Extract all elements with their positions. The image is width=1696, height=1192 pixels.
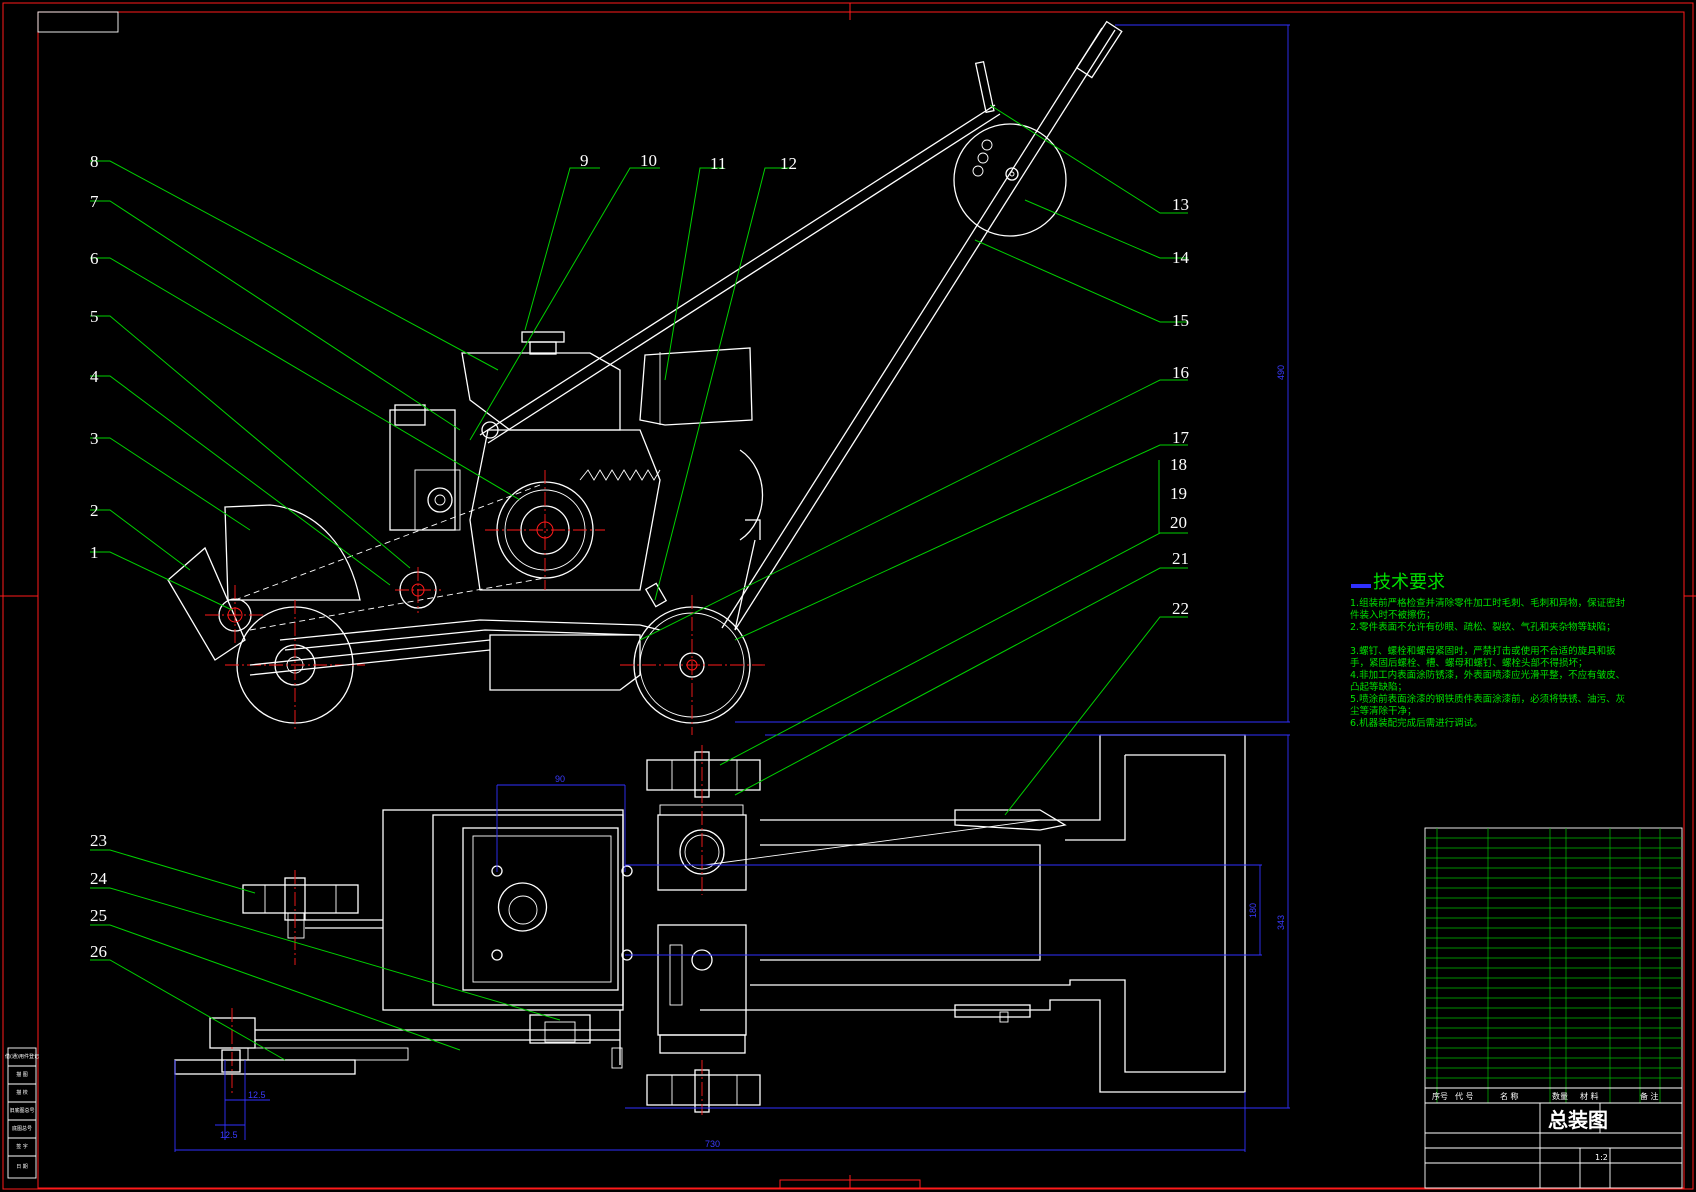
side-stamp-table: 借(通)用件登记 描 图 描 校 旧底图总号 底图总号 签 字 日 期: [5, 1047, 39, 1179]
callout-2: 2: [90, 501, 99, 520]
tech-line-3: 2.零件表面不允许有砂眼、疏松、裂纹、气孔和夹杂物等缺陷；: [1350, 621, 1616, 633]
dim-total-length: 730: [705, 1139, 720, 1149]
callout-11: 11: [710, 154, 726, 173]
tech-line-10: 6.机器装配完成后需进行调试。: [1350, 717, 1483, 729]
stamp-7: 日 期: [16, 1164, 28, 1170]
stamp-1: 借(通)用件登记: [5, 1053, 39, 1060]
callout-10: 10: [640, 151, 657, 170]
tech-line-4: 3.螺钉、螺栓和螺母紧固时，严禁打击或使用不合适的旋具和扳: [1350, 645, 1616, 657]
tech-line-8: 5.喷涂前表面涂漆的钢铁质件表面涂漆前，必须将铁锈、油污、灰: [1350, 693, 1625, 705]
hdr-remark: 备 注: [1640, 1091, 1659, 1101]
drawing-name: 总装图: [1548, 1108, 1608, 1132]
callout-12: 12: [780, 154, 797, 173]
callout-4: 4: [90, 367, 99, 386]
callout-3: 3: [90, 429, 99, 448]
scale-value: 1:2: [1595, 1153, 1608, 1162]
leader-lines: [90, 104, 1188, 1061]
callout-24: 24: [90, 869, 108, 888]
dim-total-width: 343: [1276, 915, 1286, 930]
tech-line-9: 尘等清除干净；: [1350, 705, 1417, 717]
dim-inner: 180: [1248, 903, 1258, 918]
hdr-qty: 数量: [1552, 1091, 1568, 1101]
callout-21: 21: [1172, 549, 1189, 568]
callout-18: 18: [1170, 455, 1187, 474]
callout-9: 9: [580, 151, 589, 170]
callout-22: 22: [1172, 599, 1189, 618]
callout-5: 5: [90, 307, 99, 326]
stamp-4: 旧底图总号: [9, 1107, 34, 1114]
dim-bucket: 90: [555, 774, 565, 784]
callout-17: 17: [1172, 428, 1190, 447]
dim-height: 490: [1276, 365, 1286, 380]
tech-line-7: 凸起等缺陷；: [1350, 681, 1407, 693]
tech-line-6: 4.非加工内表面涂防锈漆，外表面喷漆应光滑平整，不应有皱皮、: [1350, 669, 1625, 681]
tech-line-2: 件装入时不被擦伤；: [1350, 609, 1436, 621]
hdr-code: 代 号: [1455, 1091, 1474, 1101]
callout-26: 26: [90, 942, 107, 961]
tech-requirements: 技术要求 1.组装前严格检查并清除零件加工时毛刺、毛刺和异物，保证密封 件装入时…: [1350, 572, 1626, 729]
callout-25: 25: [90, 906, 107, 925]
callout-16: 16: [1172, 363, 1189, 382]
hdr-material: 材 料: [1580, 1091, 1599, 1101]
callout-6: 6: [90, 249, 99, 268]
tech-title: 技术要求: [1373, 572, 1445, 593]
dim-blade-2: 12.5: [220, 1130, 238, 1140]
stamp-3: 描 校: [16, 1089, 28, 1096]
callout-1: 1: [90, 543, 99, 562]
callout-15: 15: [1172, 311, 1189, 330]
hdr-no: 序号: [1432, 1091, 1448, 1101]
callout-20: 20: [1170, 513, 1187, 532]
stamp-2: 描 图: [16, 1071, 28, 1078]
stamp-5: 底图总号: [12, 1125, 32, 1132]
dim-blade: 12.5: [248, 1090, 266, 1100]
hdr-name: 名 称: [1500, 1091, 1519, 1101]
title-block: 序号 代 号 名 称 数量 材 料 备 注 总装图 1:2: [1424, 827, 1683, 1189]
callout-13: 13: [1172, 195, 1189, 214]
stamp-6: 签 字: [16, 1143, 28, 1150]
callout-7: 7: [90, 192, 99, 211]
side-view: 490: [167, 20, 1290, 735]
tech-line-5: 手，紧固后螺栓、槽、螺母和螺钉、螺栓头部不得损坏；: [1350, 657, 1588, 669]
tech-line-1: 1.组装前严格检查并清除零件加工时毛刺、毛刺和异物，保证密封: [1350, 597, 1626, 609]
callout-19: 19: [1170, 484, 1187, 503]
callout-8: 8: [90, 152, 99, 171]
callout-14: 14: [1172, 248, 1190, 267]
callout-23: 23: [90, 831, 107, 850]
plan-view: 90 180 343 12.5 12.5 730: [174, 734, 1290, 1152]
callout-labels: 1 2 3 4 5 6 7 8 9 10 11 12 13 14 15 16 1…: [90, 151, 1190, 961]
